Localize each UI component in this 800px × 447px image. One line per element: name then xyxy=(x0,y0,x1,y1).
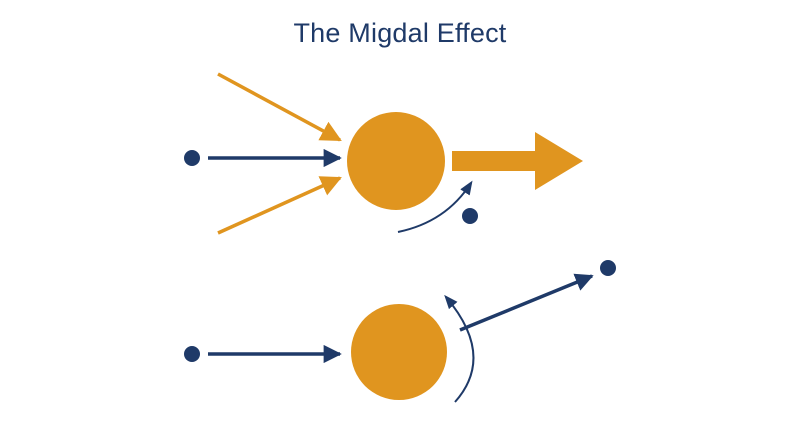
electron-emission-curve xyxy=(397,180,473,233)
top-scene xyxy=(184,72,583,235)
incoming-particle-dot-bottom xyxy=(184,346,200,362)
bottom-scene xyxy=(184,260,616,403)
emitted-electron-dot xyxy=(462,208,478,224)
outgoing-electron-arrow xyxy=(459,273,594,332)
outgoing-electron-dot xyxy=(600,260,616,276)
electron-orbit-arc xyxy=(444,294,475,403)
incoming-particle-dot xyxy=(184,150,200,166)
diagram-title: The Migdal Effect xyxy=(293,18,507,48)
upper-converging-arrow xyxy=(217,72,342,142)
recoiling-nucleus xyxy=(347,112,445,210)
lower-converging-arrow xyxy=(217,176,342,235)
scattered-nucleus xyxy=(351,304,447,400)
nucleus-recoil-arrow xyxy=(452,132,583,190)
